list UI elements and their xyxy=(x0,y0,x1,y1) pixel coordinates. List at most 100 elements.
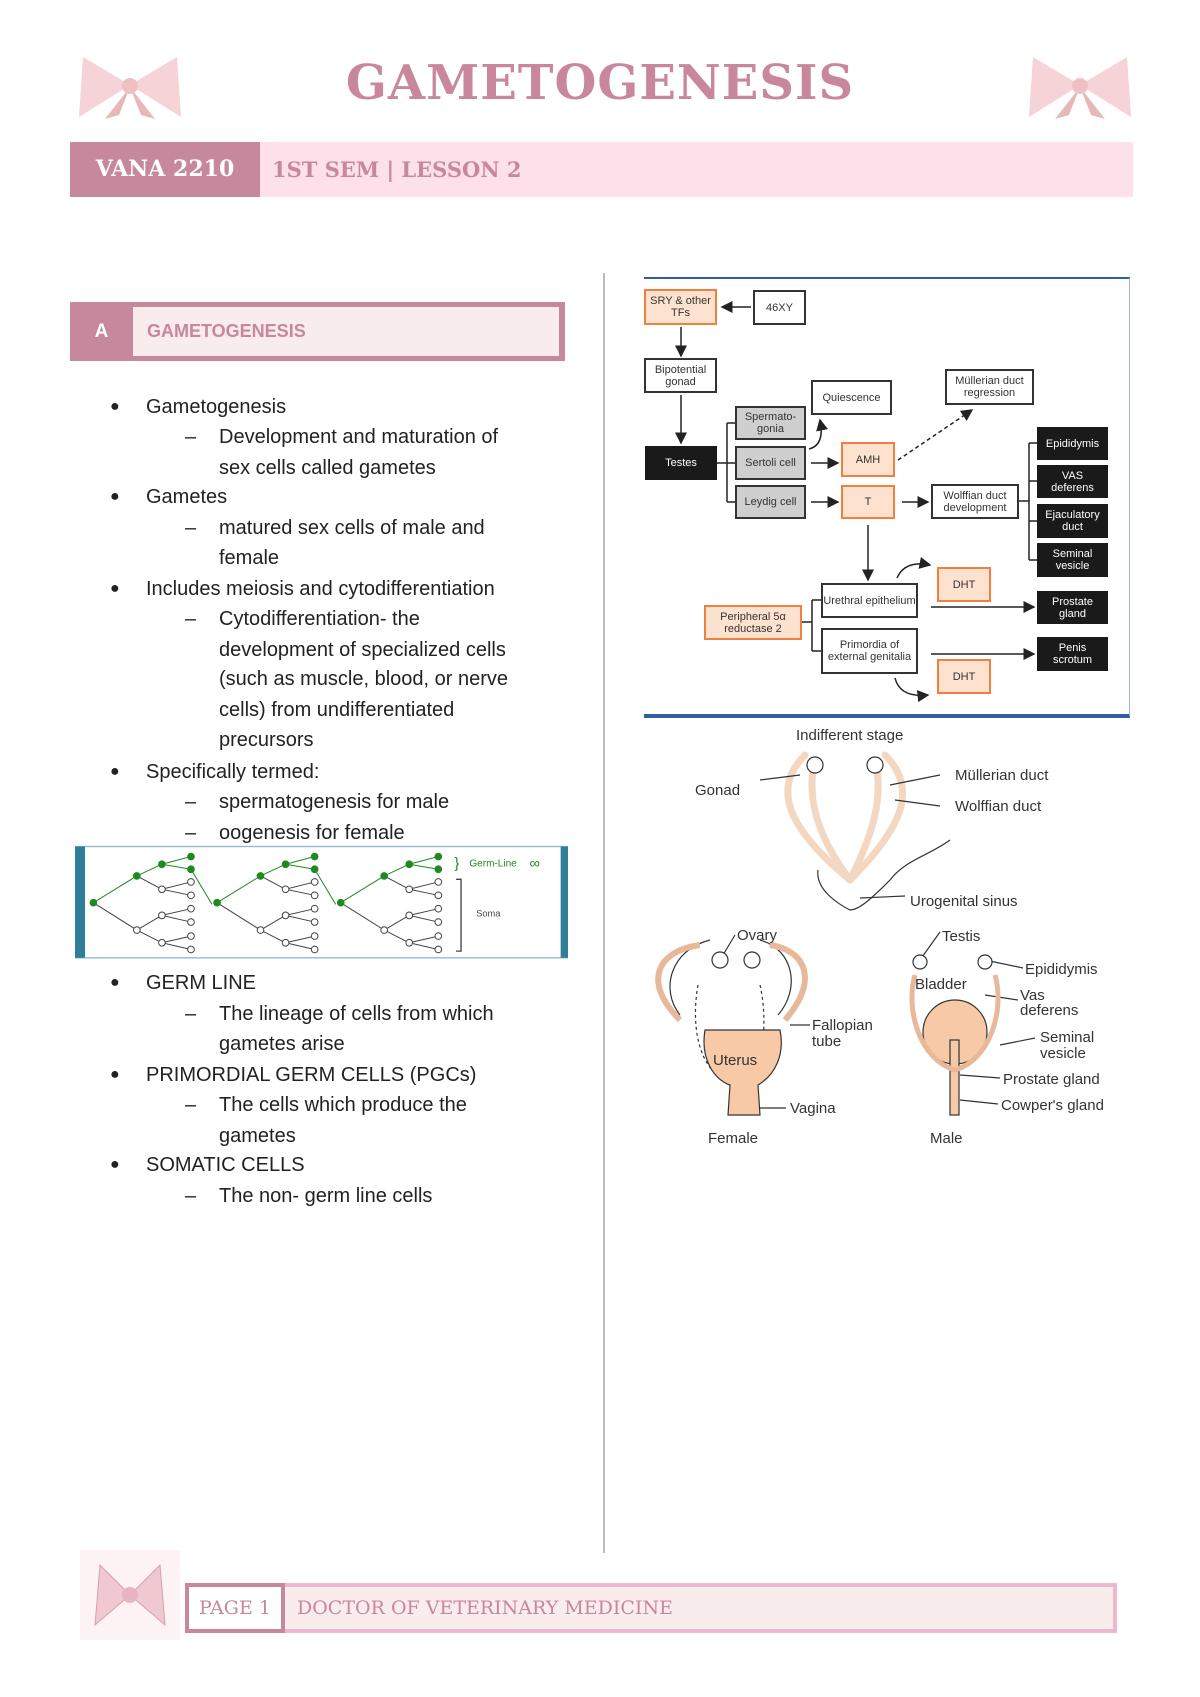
sub-item: The lineage of cells from which xyxy=(219,1003,494,1025)
sub-item: (such as muscle, blood, or nerve xyxy=(219,668,509,690)
lineage-edge xyxy=(383,929,410,944)
somatic-cell xyxy=(256,926,265,934)
flowchart-box-pen: Penis scrotum xyxy=(1037,637,1108,671)
flowchart-box-dht1: DHT xyxy=(937,567,991,602)
bullet-item: Gametogenesis xyxy=(146,396,287,418)
lineage-edge xyxy=(409,863,439,870)
germ-cell xyxy=(434,852,443,861)
bullet-item: Includes meiosis and cytodifferentiation xyxy=(146,578,495,600)
label-prostate: Prostate gland xyxy=(1003,1071,1100,1088)
lineage-edge xyxy=(285,863,315,870)
somatic-cell xyxy=(281,938,290,947)
germ-cell xyxy=(310,865,319,874)
bullet-icon: ● xyxy=(110,974,120,991)
germ-cell xyxy=(256,872,265,880)
footer-bar: PAGE 1 DOCTOR OF VETERINARY MEDICINE xyxy=(185,1583,1117,1633)
flowchart-box-sry: SRY & other TFs xyxy=(644,289,717,325)
bullet-icon: ● xyxy=(110,1066,120,1083)
column-divider xyxy=(603,273,605,1553)
somatic-cell xyxy=(434,945,443,954)
sub-item: oogenesis for female xyxy=(219,822,405,844)
flowchart-box-per: Peripheral 5α reductase 2 xyxy=(704,605,802,640)
bullet-item: GERM LINE xyxy=(146,972,257,994)
page-title: GAMETOGENESIS xyxy=(345,55,855,111)
lineage-edge xyxy=(285,914,315,923)
flowchart-box-ure: Urethral epithelium xyxy=(821,583,918,618)
bullet-icon: ● xyxy=(110,1156,120,1173)
somatic-cell xyxy=(158,938,166,947)
flowchart-box-pri: Primordia of external genitalia xyxy=(821,628,918,674)
flowchart-box-sem: Seminal vesicle xyxy=(1037,543,1108,577)
lineage-edge xyxy=(136,914,163,931)
dash-marker: – xyxy=(185,426,197,448)
lesson-subtitle: 1ST SEM | LESSON 2 xyxy=(272,157,522,182)
lineage-edge xyxy=(285,908,315,916)
somatic-cell xyxy=(405,938,414,947)
flowchart-box-bip: Bipotential gonad xyxy=(644,358,717,393)
label-vas-2: deferens xyxy=(1020,1002,1078,1019)
label-female: Female xyxy=(708,1130,758,1147)
lineage-edge xyxy=(136,863,163,877)
bullet-icon: ● xyxy=(110,580,120,597)
germ-cell xyxy=(187,865,195,874)
section-header: A GAMETOGENESIS xyxy=(70,302,565,361)
section-letter: A xyxy=(94,321,109,342)
header-band: VANA 2210 1ST SEM | LESSON 2 xyxy=(70,142,1133,197)
flowchart-box-qui: Quiescence xyxy=(811,380,892,415)
label-gonad: Gonad xyxy=(695,782,740,799)
flowchart-box-xy: 46XY xyxy=(753,290,806,325)
lineage-edge xyxy=(340,875,385,904)
flowchart-box-epi: Epididymis xyxy=(1037,427,1108,460)
somatic-cell xyxy=(310,932,319,940)
lineage-edge xyxy=(285,881,315,890)
bow-left-icon xyxy=(79,57,181,119)
dash-marker: – xyxy=(185,608,197,630)
page-number: PAGE 1 xyxy=(185,1583,285,1633)
lineage-edge xyxy=(285,942,315,950)
label-cowper: Cowper's gland xyxy=(1001,1097,1104,1114)
dash-marker: – xyxy=(185,822,197,844)
label-vagina: Vagina xyxy=(790,1100,836,1117)
label-male: Male xyxy=(930,1130,963,1147)
bullet-item: Specifically termed: xyxy=(146,761,320,783)
sub-item: Development and maturation of xyxy=(219,426,499,448)
label-mullerian-duct: Müllerian duct xyxy=(955,767,1049,784)
bullet-icon: ● xyxy=(110,488,120,505)
flowchart-box-dht2: DHT xyxy=(937,659,991,694)
lineage-edge xyxy=(161,914,192,923)
lineage-edge xyxy=(136,875,163,890)
lineage-edge xyxy=(216,875,261,904)
label-uterus: Uterus xyxy=(713,1052,757,1069)
somatic-cell xyxy=(405,885,414,894)
footer-bow-icon xyxy=(80,1550,180,1640)
lineage-edge xyxy=(409,935,439,944)
lineage-edge xyxy=(260,875,286,890)
lineage-edge xyxy=(161,888,192,896)
dash-marker: – xyxy=(185,791,197,813)
label-testis: Testis xyxy=(942,928,980,945)
flowchart-box-tes: Testes xyxy=(645,446,717,480)
lineage-edge xyxy=(409,888,439,896)
lineage-edge xyxy=(161,935,192,944)
germ-cell xyxy=(380,872,389,880)
label-seminal-1: Seminal xyxy=(1040,1029,1094,1046)
somatic-cell xyxy=(310,904,319,913)
germ-cell xyxy=(405,860,414,869)
flowchart-box-amh: AMH xyxy=(841,442,895,477)
lineage-edge xyxy=(161,942,192,950)
somatic-cell xyxy=(434,878,443,886)
somatic-cell xyxy=(434,932,443,940)
germ-line-label: Germ-Line xyxy=(469,859,517,870)
lineage-edge xyxy=(93,902,138,931)
soma-bracket xyxy=(456,878,462,952)
somatic-cell xyxy=(187,918,195,926)
label-fallopian-1: Fallopian xyxy=(812,1017,873,1034)
lineage-edge xyxy=(285,935,315,944)
label-ovary: Ovary xyxy=(737,927,778,944)
lineage-edge xyxy=(383,863,410,877)
flowchart-box-ser: Sertoli cell xyxy=(735,446,806,480)
somatic-cell xyxy=(132,926,141,934)
footer-program: DOCTOR OF VETERINARY MEDICINE xyxy=(297,1597,673,1619)
flowchart-box-mul: Müllerian duct regression xyxy=(945,369,1034,405)
sub-item: precursors xyxy=(219,729,314,751)
